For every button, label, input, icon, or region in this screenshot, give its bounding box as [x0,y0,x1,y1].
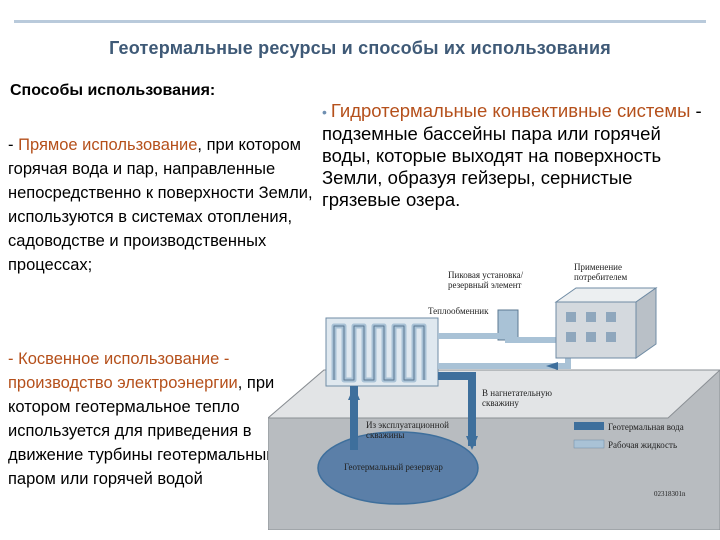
hydrothermal-text: - подземные бассейны пара или горячей во… [322,100,702,210]
working-fluid-return [438,358,571,369]
production-well [350,390,358,450]
svg-text:Пиковая установка/резервный эл: Пиковая установка/резервный элемент [448,270,524,290]
bullet-icon: • [322,104,327,120]
injection-well-label-2: скважину [482,398,519,408]
production-well-label-1: Из эксплуатационной [366,420,449,430]
indirect-use-paragraph: - Косвенное использование - производство… [8,347,308,491]
injection-well-label-1: В нагнетательную [482,388,552,398]
injection-arrow [466,436,478,450]
indirect-use-term: - Косвенное использование - производство… [8,350,238,392]
methods-heading: Способы использования: [10,82,216,99]
working-fluid-arrow [546,362,558,370]
heat-exchanger-label: Теплообменник [428,306,489,316]
consumer-label-1: Применение [574,262,622,272]
working-fluid-supply [438,333,563,343]
legend-geo-swatch [574,422,604,430]
hydrothermal-paragraph: •Гидротермальные конвективные системы - … [322,100,712,211]
heat-exchanger-coil [325,317,439,387]
consumer-building [554,287,658,359]
hydrothermal-term: Гидротермальные конвективные системы [330,100,691,121]
direct-use-paragraph: - Прямое использование, при котором горя… [8,133,318,277]
peak-unit-label-1: Пиковая установка/ [448,270,524,280]
legend-geo-label: Геотермальная вода [608,422,684,432]
direct-use-text: , при котором горячая вода и пар, направ… [8,136,313,274]
legend-fluid-label: Рабочая жидкость [608,440,677,450]
direct-use-dash: - [8,136,19,154]
reservoir-label: Геотермальный резервуар [344,462,443,472]
production-arrow [348,386,360,400]
direct-use-term: Прямое использование [18,136,198,154]
indirect-use-text: , при котором геотермальное тепло исполь… [8,374,278,488]
geothermal-diagram: Геотермальный резервуар Из эксплуатацион… [268,240,720,530]
production-well-label-2: скважины [366,430,404,440]
top-rule [14,20,706,23]
injection-well [468,388,476,446]
legend-fluid-swatch [573,439,605,449]
slide-title: Геотермальные ресурсы и способы их испол… [109,38,611,58]
geo-water-return [438,372,476,390]
peak-unit-label-2: резервный элемент [448,280,522,290]
consumer-label-2: потребителем [574,272,628,282]
figure-code: 02318301n [654,490,686,498]
